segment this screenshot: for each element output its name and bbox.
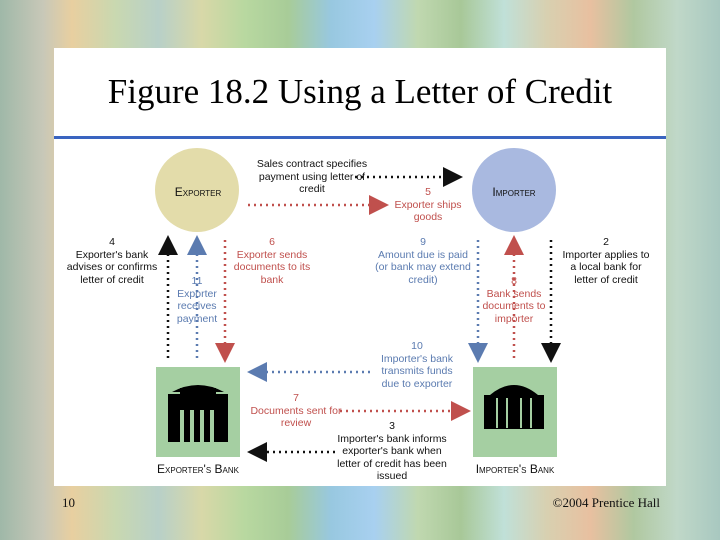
step-number: 7 (293, 392, 299, 404)
step-number: 4 (109, 236, 115, 248)
importers-bank-node (473, 367, 557, 457)
step-text: Documents sent for review (250, 404, 342, 430)
step-text: Exporter sends documents to its bank (233, 248, 311, 286)
step-text: Importer's bank transmits funds due to e… (380, 352, 454, 390)
importers-bank-label: Importer's Bank (475, 462, 555, 476)
step-text: Importer applies to a local bank for let… (562, 248, 650, 286)
step-number: 9 (420, 236, 426, 248)
bank-building-icon (168, 385, 228, 442)
importer-label: Importer (492, 185, 536, 199)
step-number: 8 (511, 275, 517, 287)
step-text: Bank sends documents to importer (482, 287, 546, 325)
step-text: Importer's bank informs exporter's bank … (337, 432, 447, 483)
step-text: Exporter ships goods (394, 198, 462, 224)
step-number: 3 (389, 420, 395, 432)
step-text: Amount due is paid (or bank may extend c… (375, 248, 471, 286)
exporter-node (155, 148, 239, 232)
copyright: ©2004 Prentice Hall (552, 495, 660, 510)
exporters-bank-label: Exporter's Bank (157, 462, 239, 476)
importer-node (472, 148, 556, 232)
bank-building-icon (484, 385, 544, 429)
step-text: Exporter receives payment (176, 287, 218, 325)
title-rule (54, 136, 666, 139)
page-number: 10 (62, 495, 75, 510)
exporter-label: Exporter (174, 185, 222, 199)
step-number: 11 (191, 275, 203, 287)
step-text: Exporter's bank advises or confirms lett… (66, 248, 158, 286)
step-number: 10 (411, 340, 423, 352)
step-1-text: Sales contract specifies payment using l… (256, 158, 368, 195)
slide-title: Figure 18.2 Using a Letter of Credit (107, 72, 613, 111)
step-number: 5 (425, 186, 431, 198)
exporters-bank-node (156, 367, 240, 457)
step-number: 6 (269, 236, 275, 248)
step-number: 2 (603, 236, 609, 248)
